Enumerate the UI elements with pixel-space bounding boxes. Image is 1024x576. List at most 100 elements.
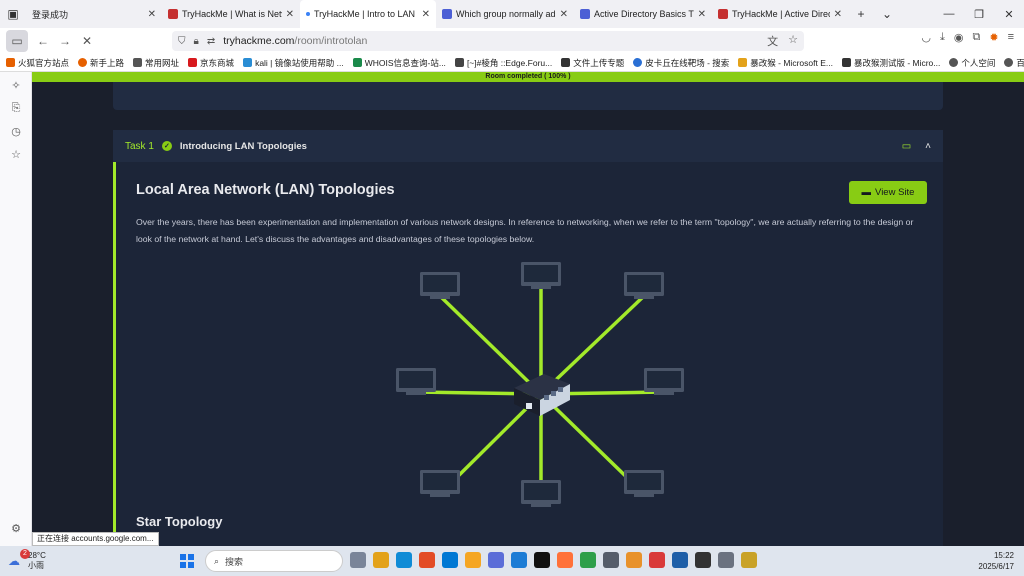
bookmark-personal-space[interactable]: 个人空间 (949, 57, 995, 69)
taskbar-app-icon[interactable] (741, 552, 757, 568)
taskbar-app-icon[interactable] (511, 552, 527, 568)
permissions-icon[interactable]: ⇄ (206, 35, 216, 47)
account-icon[interactable]: ◉ (953, 32, 964, 44)
close-icon[interactable]: ✕ (285, 8, 294, 20)
status-tooltip: 正在连接 accounts.google.com... (32, 532, 159, 546)
bookmark-star-icon[interactable]: ☆ (788, 34, 798, 46)
synced-tabs-icon[interactable]: ⎘ (11, 102, 21, 114)
back-icon[interactable]: ← (37, 34, 49, 48)
microsoft-icon (738, 58, 748, 67)
page-heading: Local Area Network (LAN) Topologies (136, 182, 395, 198)
bookmarks-icon[interactable]: ☆ (11, 149, 21, 161)
download-icon[interactable]: ⤓ (940, 31, 945, 43)
extensions-icon[interactable]: ⧉ (972, 31, 981, 43)
bookmark-getting-started[interactable]: 新手上路 (78, 57, 124, 69)
computer-icon (624, 470, 664, 497)
close-window-icon[interactable]: ✕ (1004, 8, 1014, 21)
room-progress-bar: Room completed ( 100% ) (32, 72, 1024, 82)
translate-icon[interactable]: 文 (767, 36, 779, 48)
bookmark-kali-mirror[interactable]: kali | 镜像站使用帮助 ... (243, 57, 344, 69)
taskbar-app-icon[interactable] (488, 552, 504, 568)
chevron-down-icon[interactable]: ⌄ (881, 7, 893, 21)
sidebar-toggle-icon[interactable]: ▭ (6, 30, 28, 52)
tab-label: TryHackMe | What is Netwo (182, 9, 282, 19)
tab-login-success[interactable]: 登录成功 ✕ (26, 0, 162, 28)
restore-icon[interactable]: ❐ (974, 8, 984, 21)
windows-start-icon[interactable] (180, 554, 194, 568)
taskbar-app-icon[interactable] (603, 552, 619, 568)
taskbar-app-icon[interactable] (649, 552, 665, 568)
page-icon (454, 58, 464, 67)
menu-icon[interactable]: ≡ (1007, 31, 1014, 43)
chevron-up-icon[interactable]: ˄ (925, 140, 931, 152)
bookmark-upload-topic[interactable]: 文件上传专题 (561, 57, 624, 69)
bookmark-tampermonkey-beta[interactable]: 暴改猴测试版 - Micro... (841, 57, 940, 69)
bookmark-edge-forum[interactable]: [~]#棱角 ::Edge.Foru... (454, 57, 553, 69)
task-header[interactable]: Task 1 ✓ Introducing LAN Topologies ▭ ˄ (113, 130, 943, 162)
system-clock[interactable]: 15:22 2025/6/17 (978, 550, 1014, 572)
taskbar-search[interactable]: ⌕ 搜索 (205, 550, 343, 572)
globe-icon (949, 58, 959, 67)
close-icon[interactable]: ✕ (147, 8, 156, 20)
taskbar-app-icon[interactable] (419, 552, 435, 568)
tab-label: Active Directory Basics THM (594, 9, 694, 19)
close-icon[interactable]: ✕ (421, 8, 430, 20)
network-link (438, 294, 543, 396)
tab-label: TryHackMe | Active Director (732, 9, 830, 19)
stop-loading-icon[interactable]: ✕ (81, 34, 93, 48)
taskbar-app-icon[interactable] (350, 552, 366, 568)
tab-which-group[interactable]: Which group normally adm ✕ (436, 0, 574, 28)
pocket-icon[interactable]: ◡ (921, 32, 932, 44)
taskbar-app-icon[interactable] (373, 552, 389, 568)
computer-icon (396, 368, 436, 395)
task-card: Task 1 ✓ Introducing LAN Topologies ▭ ˄ … (113, 130, 943, 546)
taskbar-app-icon[interactable] (442, 552, 458, 568)
bookmark-baidu[interactable]: 百度 (1004, 57, 1024, 69)
sidebar-settings-icon[interactable]: ⚙ (11, 523, 21, 535)
bookmark-common-sites[interactable]: 常用网址 (133, 57, 179, 69)
close-icon[interactable]: ✕ (559, 8, 568, 20)
taskbar-app-icon[interactable] (557, 552, 573, 568)
tab-list-icon[interactable]: ▣ (7, 7, 19, 21)
bookmark-firefox-official[interactable]: 火狐官方站点 (6, 57, 69, 69)
lock-icon[interactable]: 🔒︎ (193, 35, 199, 47)
window-icon: ▬ (861, 187, 872, 198)
tab-ad-basics[interactable]: Active Directory Basics THM ✕ (574, 0, 712, 28)
taskbar-app-icon[interactable] (695, 552, 711, 568)
ai-chatbot-icon[interactable]: ✧ (11, 80, 21, 92)
bookmark-pikachu[interactable]: 皮卡丘在线靶场 - 搜索 (633, 57, 729, 69)
bookmark-tampermonkey[interactable]: 暴改猴 - Microsoft E... (738, 57, 833, 69)
bookmark-label: 常用网址 (145, 57, 180, 68)
address-bar[interactable]: ⛉ 🔒︎ ⇄ tryhackme.com/room/introtolan 文 ☆ (172, 31, 804, 51)
url-path: /room/introtolan (294, 35, 368, 47)
view-site-button[interactable]: ▬ View Site (849, 181, 927, 204)
taskbar-app-icon[interactable] (396, 552, 412, 568)
tab-intro-to-lan[interactable]: TryHackMe | Intro to LAN ✕ (300, 0, 436, 28)
previous-task-card (113, 82, 943, 110)
forward-icon[interactable]: → (59, 34, 71, 48)
close-icon[interactable]: ✕ (697, 8, 706, 20)
taskbar-app-icon[interactable] (580, 552, 596, 568)
task-number: Task 1 (125, 140, 154, 152)
taskbar-app-icon[interactable] (672, 552, 688, 568)
taskbar-app-icon[interactable] (626, 552, 642, 568)
shield-icon[interactable]: ⛉ (178, 35, 186, 47)
tab-what-is-network[interactable]: TryHackMe | What is Netwo ✕ (162, 0, 300, 28)
split-view-icon[interactable]: ▭ (901, 140, 912, 152)
bookmark-jd[interactable]: 京东商城 (188, 57, 234, 69)
tab-thm-active-directory[interactable]: TryHackMe | Active Director ✕ (712, 0, 848, 28)
new-tab-icon[interactable]: + (857, 7, 865, 21)
bookmark-whois[interactable]: WHOIS信息查询-站... (352, 57, 446, 69)
clock-date: 2025/6/17 (978, 562, 1014, 571)
extension-icon[interactable]: ✹ (989, 32, 999, 44)
taskbar-app-icon[interactable] (534, 552, 550, 568)
minimize-icon[interactable]: — (943, 7, 955, 20)
history-icon[interactable]: ◷ (11, 126, 21, 138)
taskbar-app-icon[interactable] (718, 552, 734, 568)
bookmark-label: [~]#棱角 ::Edge.Foru... (466, 57, 553, 68)
weather-widget[interactable]: ☁ 2 28°C 小雨 (8, 549, 46, 571)
bookmark-label: 京东商城 (200, 57, 235, 68)
close-icon[interactable]: ✕ (833, 8, 842, 20)
taskbar-app-icon[interactable] (465, 552, 481, 568)
bookmark-label: 皮卡丘在线靶场 - 搜索 (645, 57, 730, 68)
